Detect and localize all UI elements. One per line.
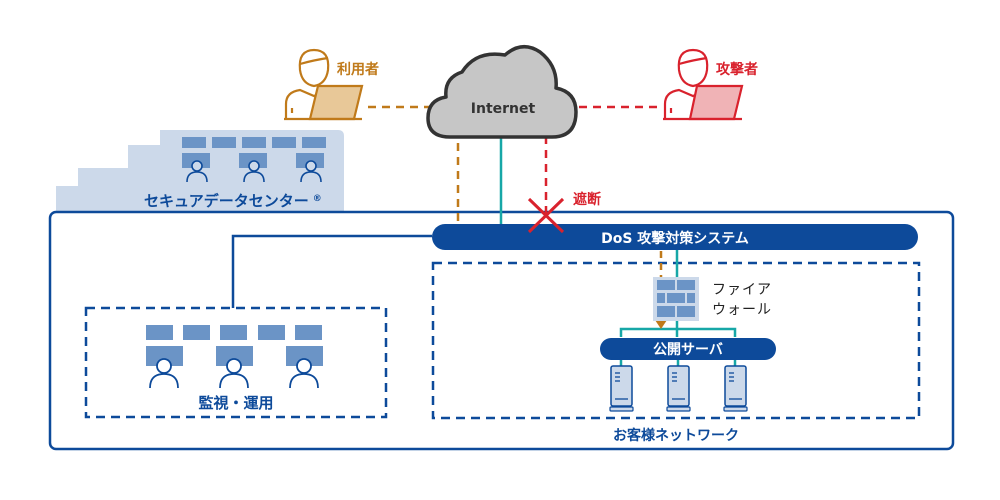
attacker-label: 攻撃者 [716, 61, 758, 78]
monitoring-workstations [146, 325, 323, 366]
monitoring-area [84, 306, 388, 419]
public-server-bar [600, 338, 776, 360]
monitoring-link [231, 234, 432, 308]
internet-label: Internet [471, 101, 536, 117]
server-tower-icon [723, 365, 748, 412]
firewall-label-line2: ウォール [712, 302, 772, 318]
public-server-label: 公開サーバ [653, 342, 723, 358]
attacker-with-laptop-icon [663, 48, 744, 121]
server-bus-teal [619, 327, 737, 337]
user-label: 利用者 [337, 61, 379, 78]
server-tower-icon [609, 365, 634, 412]
arrow-down-icon [655, 320, 667, 329]
customer-network-label: お客様ネットワーク [613, 427, 739, 444]
servers [609, 365, 748, 412]
server-links [619, 360, 737, 366]
monitoring-label: 監視・運用 [198, 394, 273, 412]
secure-datacenter-label: セキュアデータセンター® [144, 192, 322, 210]
x-cross-icon [527, 197, 565, 234]
secure-datacenter-area [56, 130, 344, 212]
firewall-label-line1: ファイア [712, 282, 772, 298]
dos-system-label: DoS 攻撃対策システム [601, 230, 749, 247]
brick-wall-icon [653, 277, 699, 321]
attacker-traffic-path [544, 105, 657, 214]
datacenter-operators [186, 160, 322, 183]
server-tower-icon [666, 365, 691, 412]
blocked-label: 遮断 [573, 191, 601, 208]
monitoring-operators [149, 358, 319, 389]
user-with-laptop-icon [284, 48, 364, 121]
cloud-icon [426, 45, 578, 139]
dos-system-bar [432, 224, 918, 250]
